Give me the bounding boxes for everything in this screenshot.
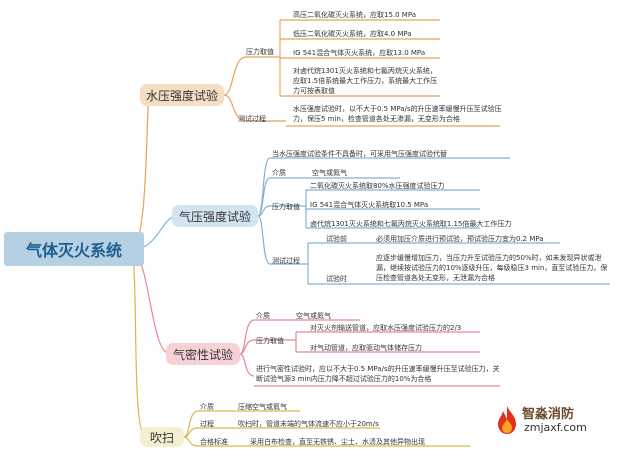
pneumatic-pressure-item: IG 541混合气体灭火系统取10.5 MPa: [310, 201, 429, 209]
root-node: 气体灭火系统: [4, 232, 144, 266]
tightness-pressure-item: 对气动管道，应取驱动气体储存压力: [310, 344, 422, 352]
pneumatic-before-label: 试验前: [326, 235, 347, 243]
tightness-medium-value: 空气或氮气: [296, 312, 331, 320]
purge-medium-label: 介质: [200, 403, 214, 411]
watermark-url: zmjaxf.com: [524, 421, 587, 434]
watermark-logo: 智淼消防 zmjaxf.com: [494, 401, 622, 441]
pneumatic-pressure-item: 卤代烷1301灭火系统和七氟丙烷灭火系统取1.15倍最大工作压力: [310, 220, 512, 228]
flame-logo-icon: [498, 406, 516, 434]
hydro-pressure-item: 对卤代烷1301灭火系统和七氟丙烷灭火系统，应取1.5倍系统最大工作压力，系统最…: [293, 67, 438, 95]
hydro-process-text: 水压强度试验时，以不大于0.5 MPa/s的升压速率缓慢升压至试验压力，保压5 …: [293, 105, 502, 123]
branch-pneumatic-strength-test: 气压强度试验: [172, 205, 258, 227]
branch-hydro-strength-test: 水压强度试验: [140, 84, 224, 106]
pneumatic-pressure-item: 二氧化碳灭火系统取80%水压强度试验压力: [310, 182, 445, 190]
purge-process-value: 吹扫时，管道末端的气体流速不应小于20m/s: [238, 420, 379, 428]
pneumatic-medium-label: 介质: [272, 169, 286, 177]
branch-purge: 吹扫: [140, 427, 184, 447]
hydro-pressure-item: IG 541混合气体灭火系统，应取13.0 MPa: [293, 49, 426, 57]
pneumatic-before-text: 必须用加压介质进行预试验，预试验压力宜为0.2 MPa: [376, 235, 544, 243]
pneumatic-medium-value: 空气或氮气: [312, 169, 347, 177]
purge-standard-value: 采用白布检查，直至无铁锈、尘土、水渍及其他异物出现: [250, 438, 425, 446]
pneumatic-during-text: 应逐步缓慢增加压力，当压力升至试验压力的50%时，如未发现异状或泄漏，继续按试验…: [376, 254, 608, 282]
watermark-title: 智淼消防: [522, 407, 575, 422]
tightness-medium-label: 介质: [256, 312, 270, 320]
pneumatic-note: 当水压强度试验条件不具备时，可采用气压强度试验代替: [272, 150, 447, 158]
hydro-pressure-item: 高压二氧化碳灭火系统，应取15.0 MPa: [293, 11, 417, 19]
tightness-pressure-item: 对灭火剂输送管道，应取水压强度试验压力的2/3: [310, 324, 462, 332]
purge-medium-value: 压缩空气或氮气: [238, 403, 287, 411]
hydro-process-label: 测试过程: [238, 115, 266, 123]
pneumatic-pressure-label: 压力取值: [272, 203, 300, 211]
hydro-pressure-label: 压力取值: [246, 48, 274, 56]
purge-process-label: 过程: [200, 420, 214, 428]
pneumatic-process-label: 测试过程: [272, 257, 300, 265]
tightness-process-text: 进行气密性试验时，应以不大于0.5 MPa/s的升压速率缓慢升压至试验压力，关断…: [256, 365, 500, 383]
branch-tightness-test: 气密性试验: [166, 343, 240, 365]
hydro-pressure-item: 低压二氧化碳灭火系统，应取4.0 MPa: [293, 30, 412, 38]
purge-standard-label: 合格标准: [200, 438, 228, 446]
pneumatic-during-label: 试验时: [326, 275, 347, 283]
tightness-pressure-label: 压力取值: [256, 337, 284, 345]
